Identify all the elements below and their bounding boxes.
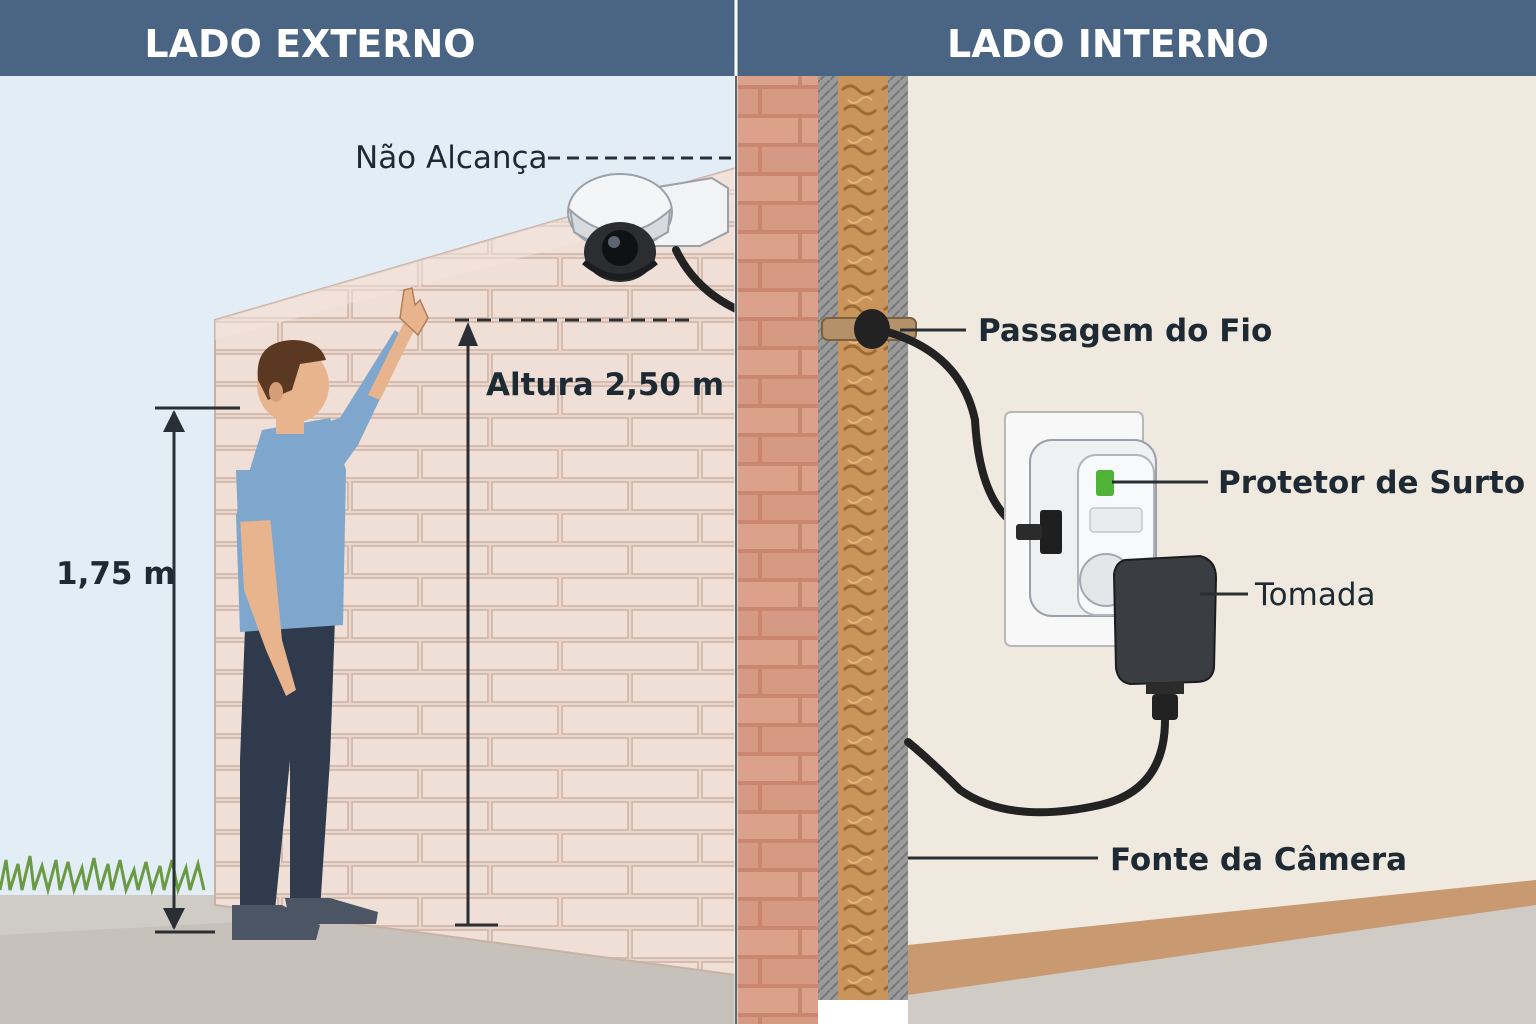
header-external: LADO EXTERNO bbox=[144, 22, 475, 66]
camera-height-dimension bbox=[455, 318, 695, 927]
label-person-height: 1,75 m bbox=[56, 556, 176, 592]
insulation-section bbox=[838, 76, 888, 1000]
brick-section bbox=[736, 76, 818, 1024]
grass bbox=[0, 855, 206, 896]
baseboard bbox=[908, 880, 1536, 995]
dome-camera-icon bbox=[567, 173, 729, 282]
indicator-led bbox=[1096, 470, 1114, 496]
power-adapter-icon bbox=[1112, 554, 1218, 720]
person-height-dimension bbox=[155, 406, 240, 934]
label-surge-protector: Protetor de Surto bbox=[1218, 465, 1525, 501]
person-reaching-icon bbox=[232, 287, 429, 940]
label-camera-height: Altura 2,50 m bbox=[486, 367, 724, 403]
wire-grommet bbox=[854, 309, 890, 349]
label-out-of-reach: Não Alcança bbox=[355, 140, 548, 176]
label-camera-power-supply: Fonte da Câmera bbox=[1110, 842, 1407, 878]
power-cable bbox=[904, 716, 1169, 817]
leader-lines bbox=[900, 328, 1248, 860]
label-outlet: Tomada bbox=[1254, 577, 1376, 613]
interior-wall bbox=[908, 76, 1536, 1024]
header-internal: LADO INTERNO bbox=[947, 22, 1269, 66]
header-bar bbox=[0, 0, 1536, 76]
label-wire-passage: Passagem do Fio bbox=[978, 313, 1272, 349]
